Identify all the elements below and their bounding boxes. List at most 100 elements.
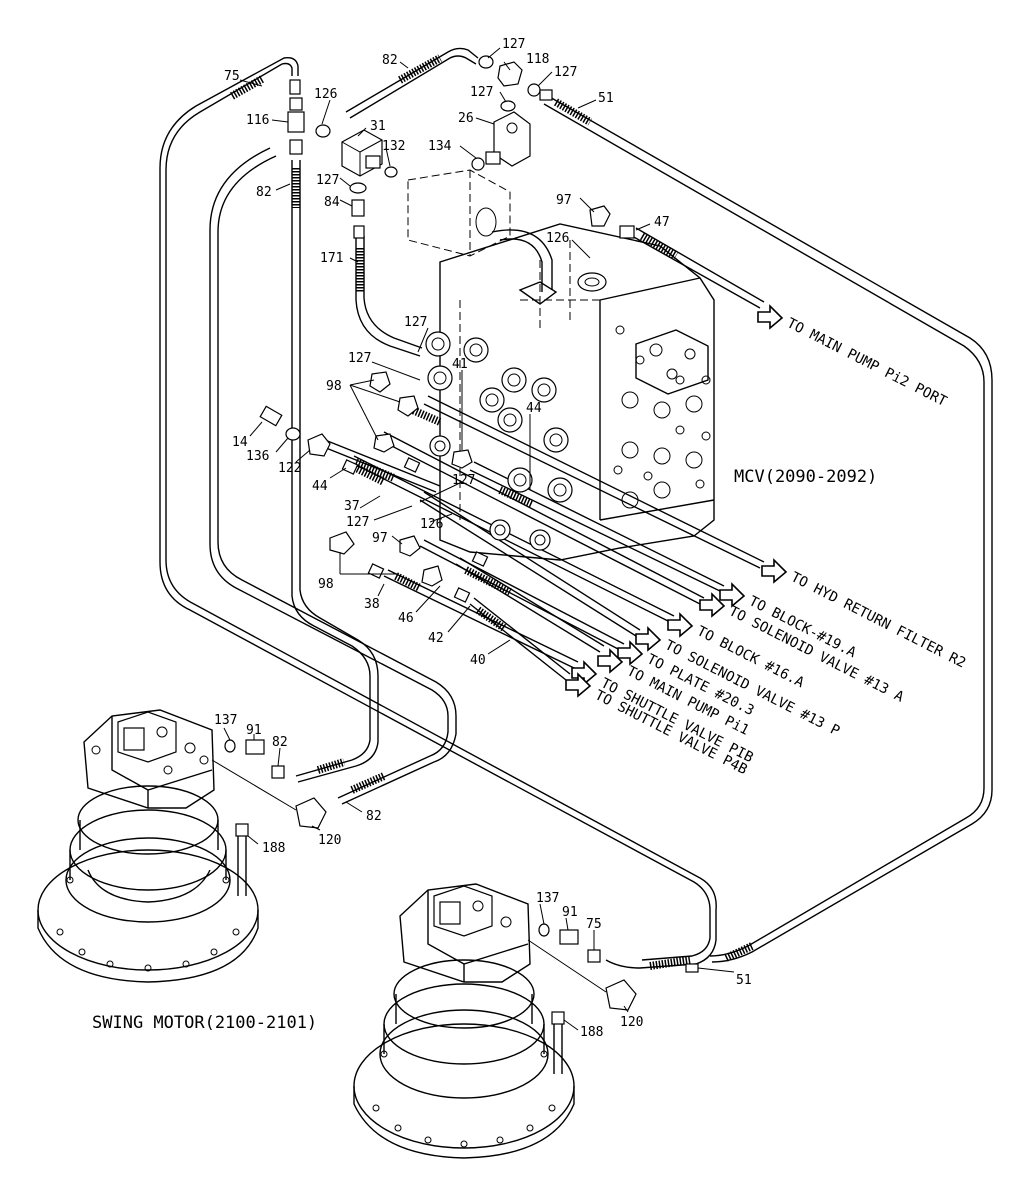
hose-main-pump-pi1 [455,557,605,653]
callout-127-lower: 127 [452,473,475,488]
left-fittings [259,371,489,603]
oring-127-mid [500,100,516,112]
hose-solenoid-13a [379,431,705,605]
callout-127-left: 127 [316,173,339,188]
mcv-right-face [613,325,711,509]
callout-44-mcv: 44 [526,401,542,416]
callout-51-top: 51 [598,91,614,106]
fitting-118 [497,61,523,87]
callout-91-right: 91 [562,905,578,920]
oring-134 [471,157,485,171]
callout-41: 41 [452,357,468,372]
hose-51 [547,95,993,963]
callout-122: 122 [278,461,301,476]
hose-plate-20 [419,539,625,651]
hose-block-16a [349,455,675,623]
destination-arrows [565,304,788,698]
callout-46: 46 [398,611,414,626]
hose-82-lower [291,420,379,783]
oring-127-top [478,55,494,69]
hose-75-armor-lower [649,956,691,970]
callout-82-lower: 82 [366,809,382,824]
arrow-block-16a [667,612,694,638]
elbow-97-top [589,205,611,227]
callout-188-right: 188 [580,1025,603,1040]
fitting-91-right [559,929,579,945]
label-main-pump-pi2: TO MAIN PUMP Pi2 PORT [784,315,949,410]
elbow-98-b [329,531,355,555]
callout-126-low: 126 [420,517,443,532]
hose-routes [159,47,993,970]
callout-82-motor: 82 [272,735,288,750]
motor-left-bolts [56,876,240,972]
callout-75-right: 75 [586,917,602,932]
elbow-98-a [369,371,391,393]
part-callouts: 75 82 127 118 127 127 51 126 116 31 26 1… [214,37,752,1040]
bolt-188-right-head [551,1011,565,1025]
hose-37-armor [354,458,396,482]
callout-91-left: 91 [246,723,262,738]
callout-188-left: 188 [262,841,285,856]
hose-47 [631,227,765,309]
port-126-fitting [577,272,607,292]
callout-82-top: 82 [382,53,398,68]
callout-14: 14 [232,435,248,450]
oring-127-left [349,182,367,194]
callout-97-top: 97 [556,193,572,208]
hose-solenoid-13p [419,491,641,637]
callout-127-spool: 127 [404,315,427,330]
arrow-shuttle-pib [571,660,598,686]
mcv-label: MCV(2090-2092) [734,467,877,487]
callout-118: 118 [526,52,549,67]
oring-126-top [315,124,331,138]
callout-38: 38 [364,597,380,612]
hose-51-armor [553,98,593,126]
arrow-block-19a [719,582,746,608]
mcv-assembly [407,169,715,561]
callout-127-top: 127 [502,37,525,52]
hose-hyd-return [423,395,765,569]
motor-right-bolts [372,1050,556,1148]
callout-127-spool2: 127 [348,351,371,366]
fitting-91-left [245,739,265,755]
callout-116: 116 [246,113,269,128]
hose-82-vertical [291,160,301,420]
callout-75-top: 75 [224,69,240,84]
oring-136 [285,427,301,441]
callout-84: 84 [324,195,340,210]
callout-120-right: 120 [620,1015,643,1030]
swing-motor-label: SWING MOTOR(2100-2101) [92,1013,317,1033]
mcv-body-outline [439,223,715,561]
top-fittings [287,55,635,239]
solenoid-block-outline [407,169,511,257]
bolt-188-left-head [235,823,249,837]
arrow-solenoid-13a [699,592,726,618]
callout-37: 37 [344,499,360,514]
callout-98-upper: 98 [326,379,342,394]
callout-120-left: 120 [318,833,341,848]
hose-40-armor [475,606,507,632]
callout-42: 42 [428,631,444,646]
leader-lines [223,47,735,1031]
mcv-spool-caps [425,331,573,551]
callout-126-top: 126 [314,87,337,102]
fitting-120-right [605,979,637,1011]
callout-127-low2: 127 [346,515,369,530]
hose-82-left-armor [350,772,386,794]
swing-motor-right [353,883,699,1159]
hose-82-top [345,47,479,113]
tee-116 [287,111,305,133]
hose-51-armor-lower [724,942,754,962]
hose-42-armor [464,566,512,596]
hose-47-armor [639,232,679,260]
fitting-120-left [295,797,327,829]
fitting-47 [619,225,635,239]
plug-14 [259,405,283,427]
callout-98-lower: 98 [318,577,334,592]
callout-127-right: 127 [554,65,577,80]
hose-82-left [209,147,449,799]
callout-47: 47 [654,215,670,230]
callout-137-left: 137 [214,713,237,728]
callout-26: 26 [458,111,474,126]
